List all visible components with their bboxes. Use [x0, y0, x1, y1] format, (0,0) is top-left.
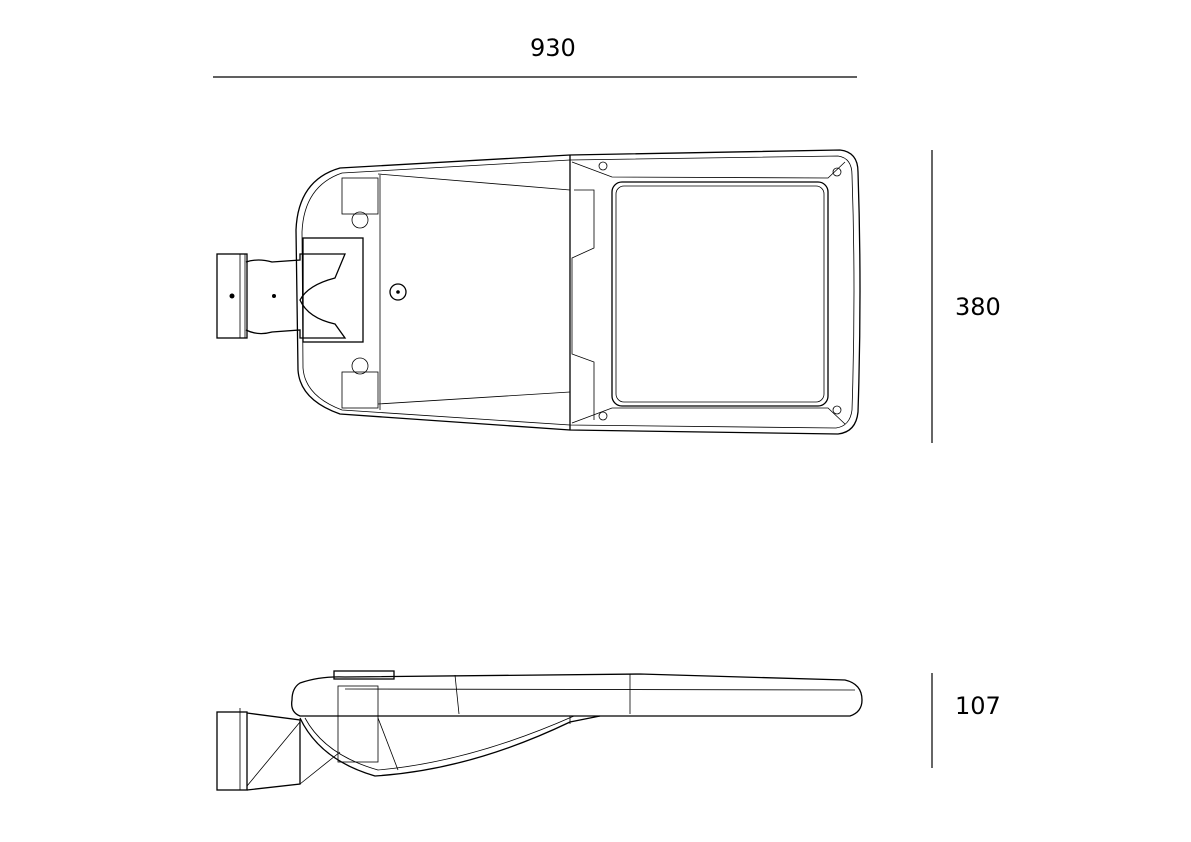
- length-label: 930: [530, 34, 576, 62]
- width-label: 380: [955, 293, 1001, 321]
- side-view: [216, 670, 863, 791]
- top-view: [216, 149, 861, 435]
- height-label: 107: [955, 692, 1001, 720]
